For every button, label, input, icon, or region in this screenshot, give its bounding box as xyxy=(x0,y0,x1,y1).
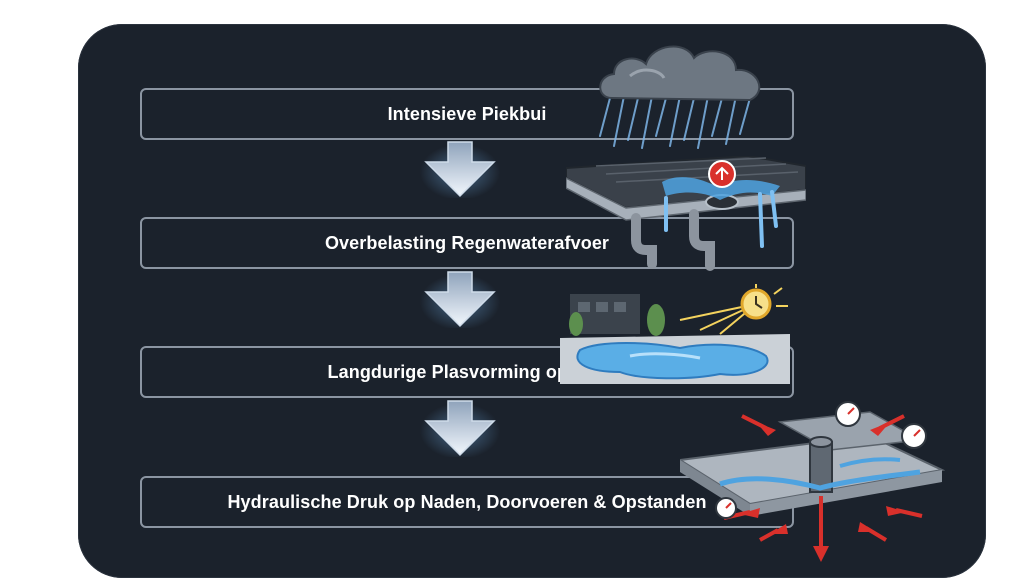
gauge xyxy=(715,401,927,519)
flow-arrow-3 xyxy=(420,400,500,457)
pressure-gauge-icon xyxy=(680,401,946,562)
step-label-1: Intensieve Piekbui xyxy=(387,103,547,124)
rooftop-puddle-sun-icon xyxy=(560,284,790,384)
rain-cloud-icon xyxy=(599,45,761,149)
step-box-3: Langdurige Plasvorming op Dak xyxy=(140,346,794,398)
step-label-3: Langdurige Plasvorming op Dak xyxy=(327,361,607,382)
flow-arrow-2 xyxy=(420,271,500,328)
step-box-2: Overbelasting Regenwaterafvoer xyxy=(140,217,794,269)
step-box-1: Intensieve Piekbui xyxy=(140,88,794,140)
overflowing-gutter-icon xyxy=(566,156,806,271)
flow-arrow-1 xyxy=(420,141,500,198)
step-label-2: Overbelasting Regenwaterafvoer xyxy=(324,232,610,253)
step-label-4: Hydraulische Druk op Naden, Doorvoeren &… xyxy=(227,491,707,512)
